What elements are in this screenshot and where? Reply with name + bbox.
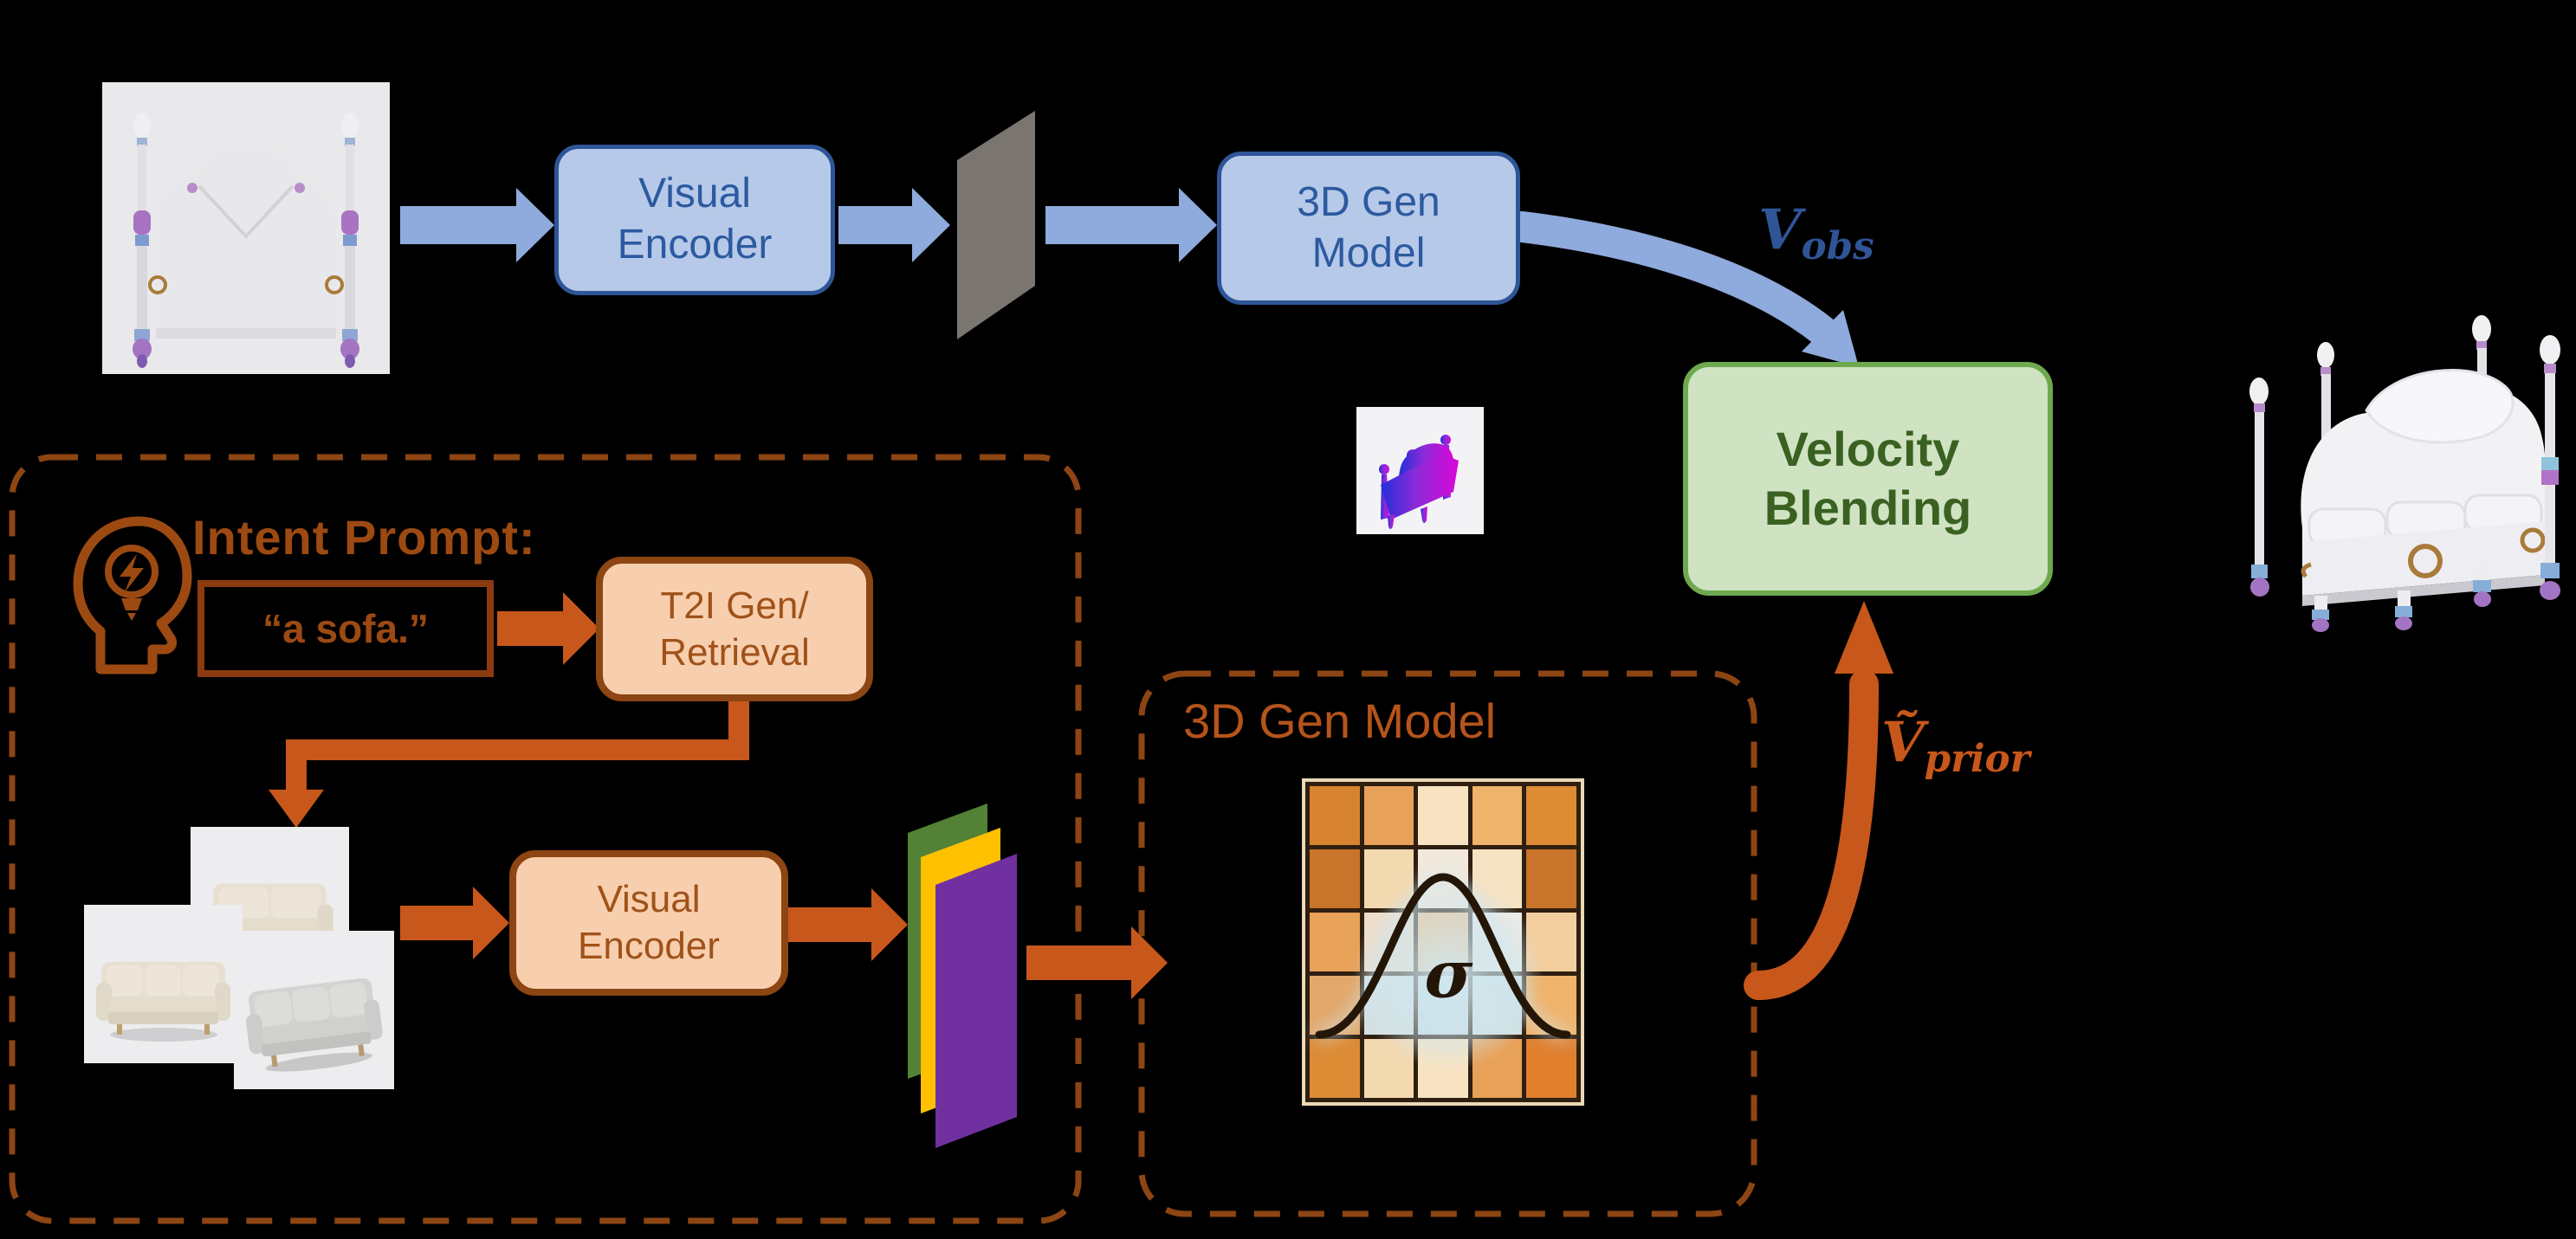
sigma-symbol: σ [1424,935,1473,1013]
gen-model-dashed-title: 3D Gen Model [1183,694,1497,748]
v-prior-base: Ṽ [1881,710,1925,775]
output-bed-front-posts [2249,335,2560,600]
output-bed-image [2228,305,2576,634]
prior-branch-dashed-container [9,454,1082,1224]
output-bed-body [2301,368,2547,632]
curve-vprior [1744,669,1879,1000]
arrow-encoder-to-latent [838,188,950,262]
gen-model-top-box: 3D Gen Model [1217,152,1520,305]
arrow-planes-to-genmodel [1026,926,1168,999]
intent-prompt-label: Intent Prompt: [192,510,536,565]
arrow-encoder-to-planes [788,888,908,961]
arrow-latent-to-genmodel [1045,188,1217,262]
gen-model-dashed-box [1138,670,1757,1217]
arrow-prompt-to-t2i [497,592,599,665]
sofa-image-right [234,931,394,1089]
latent-plane-icon [957,111,1035,339]
gaussian-curve-icon [1315,873,1571,1039]
prompt-text-box: “a sofa.” [197,580,494,677]
gen-model-top-line2: Model [1311,229,1426,276]
output-bed-back-posts [2317,315,2491,478]
sofa-image-left [84,905,243,1063]
curve-vobs-arrowhead [1802,310,1859,367]
visual-encoder-bottom-line2: Encoder [578,925,720,967]
v-prior-label: Ṽprior [1881,710,2030,781]
prompt-text: “a sofa.” [262,605,429,651]
visual-encoder-top-box: Visual Encoder [554,145,835,295]
feature-planes-icon [908,803,1017,1148]
velocity-blending-line2: Blending [1764,481,1972,535]
curve-vprior-arrowhead [1835,601,1893,674]
visual-encoder-top-line1: Visual [638,171,751,217]
v-prior-sub: prior [1924,737,2030,782]
pointcloud-bed-image [1356,407,1484,534]
sigma-grid-image: σ [1302,778,1584,1106]
pointcloud-bed-drawing [1379,435,1459,529]
arrow-images-to-encoder [400,887,509,959]
t2i-box: T2I Gen/ Retrieval [596,557,873,701]
v-obs-sub: obs [1801,224,1874,269]
gen-model-top-line1: 3D Gen [1297,178,1440,225]
visual-encoder-bottom-box: Visual Encoder [509,850,788,996]
velocity-blending-box: Velocity Blending [1683,362,2053,596]
input-bed-drawing [133,113,359,368]
curve-vobs [1506,211,1838,346]
input-bed-image [102,82,390,374]
elbow-arrowhead [269,790,324,828]
t2i-line2: Retrieval [659,630,810,674]
idea-head-icon [55,511,194,680]
visual-encoder-bottom-line1: Visual [597,878,701,921]
velocity-blending-line1: Velocity [1776,421,1960,476]
arrow-input-to-encoder [400,188,554,262]
elbow-t2i-to-images [286,701,749,791]
t2i-line1: T2I Gen/ [660,584,809,627]
visual-encoder-top-line2: Encoder [617,222,773,268]
v-obs-base: V [1758,197,1802,262]
v-obs-label: Vobs [1758,197,1874,268]
